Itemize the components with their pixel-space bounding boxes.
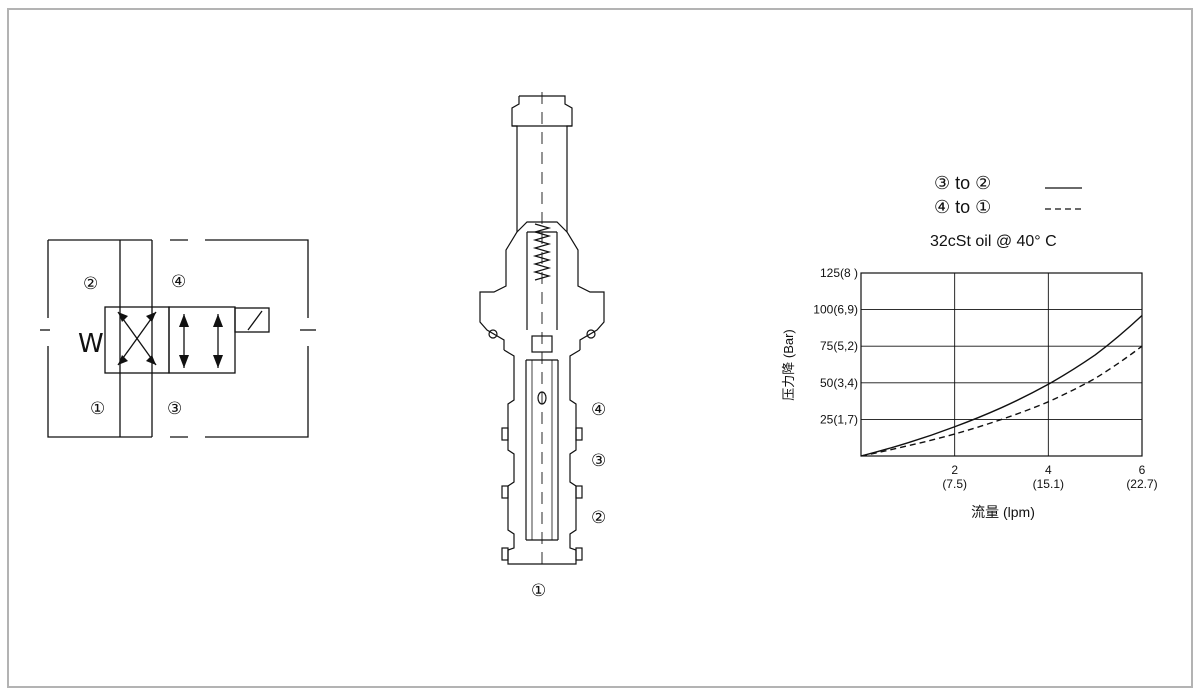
chart-x-ticks: 2(7.5) 4(15.1) 6(22.7) xyxy=(942,463,1157,491)
figure-frame xyxy=(7,8,1193,688)
schematic-arrowheads xyxy=(118,312,223,368)
chart-grid xyxy=(860,272,1143,457)
outline-left-upper xyxy=(479,96,520,350)
solenoid-stroke xyxy=(247,310,263,331)
legend-item-solid-label: ③ to ② xyxy=(934,173,991,193)
chart-y-tick-label-0: 25(1,7) xyxy=(820,412,858,426)
chart-y-tick-label-3: 100(6,9) xyxy=(813,303,858,317)
seal-5 xyxy=(501,547,509,561)
schematic-port-4: ④ xyxy=(171,272,186,292)
spool-bore xyxy=(531,360,553,540)
outline-right-upper xyxy=(519,95,605,350)
legend-item-dashed-label: ④ to ① xyxy=(934,197,991,217)
valve-box-parallel xyxy=(168,306,236,374)
solenoid-box xyxy=(234,307,270,333)
seal-4 xyxy=(575,485,583,499)
spool xyxy=(525,359,559,541)
chart-series-line-1 xyxy=(860,345,1143,457)
section-port-2: ② xyxy=(591,508,606,528)
o-ring-right xyxy=(586,329,596,339)
schematic-port-3: ③ xyxy=(167,399,182,419)
chart-y-tick-label-1: 50(3,4) xyxy=(820,376,858,390)
section-port-1: ① xyxy=(531,581,546,601)
seal-6 xyxy=(575,547,583,561)
chart-series-line-0 xyxy=(860,314,1143,457)
seal-1 xyxy=(501,427,509,441)
chart-x-tick-sublabel-0: (7.5) xyxy=(942,477,967,491)
hydraulic-schematic xyxy=(40,239,316,438)
chart-series xyxy=(860,314,1143,457)
housing-outline-right xyxy=(170,239,309,438)
spring-symbol: W xyxy=(78,329,104,359)
section-port-3: ③ xyxy=(591,451,606,471)
seal-2 xyxy=(575,427,583,441)
housing-outline-left xyxy=(47,239,152,438)
spring-coil xyxy=(532,223,552,281)
chart-x-tick-label-2: 6 xyxy=(1139,463,1146,477)
chart-x-axis-label: 流量 (lpm) xyxy=(971,504,1035,520)
chart-x-tick-label-1: 4 xyxy=(1045,463,1052,477)
seal-3 xyxy=(501,485,509,499)
cartridge-cross-section xyxy=(479,92,605,570)
chart-y-tick-label-4: 125(8 ) xyxy=(820,266,858,280)
legend-conditions: 32cSt oil @ 40° C xyxy=(930,233,1057,250)
chart-plot-area xyxy=(860,272,1143,457)
pressure-drop-chart: 25(1,7) 50(3,4) 75(5,2) 100(6,9) 125(8 ) 2(7… xyxy=(781,266,1158,520)
valve-box-cross xyxy=(104,306,170,374)
cross-arrow-2 xyxy=(117,311,157,366)
o-ring-left xyxy=(488,329,498,339)
chart-legend: ③ to ② ④ to ① 32cSt oil @ 40° C xyxy=(930,173,1082,250)
chart-y-axis-label: 压力降 (Bar) xyxy=(781,329,796,401)
schematic-port-1: ① xyxy=(90,399,105,419)
schematic-port-2: ② xyxy=(83,274,98,294)
section-port-4: ④ xyxy=(591,400,606,420)
chart-x-tick-sublabel-1: (15.1) xyxy=(1033,477,1064,491)
chart-x-tick-sublabel-2: (22.7) xyxy=(1126,477,1157,491)
chart-y-ticks: 25(1,7) 50(3,4) 75(5,2) 100(6,9) 125(8 ) xyxy=(813,266,858,426)
chart-y-tick-label-2: 75(5,2) xyxy=(820,339,858,353)
chart-x-tick-label-0: 2 xyxy=(951,463,958,477)
